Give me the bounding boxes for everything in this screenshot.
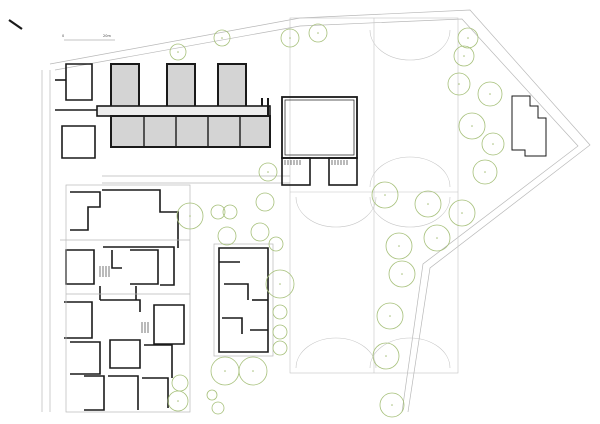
main-complex-stairs [99, 266, 149, 333]
main-complex-light-lines [60, 184, 191, 413]
sports-courts [289, 17, 459, 374]
east-building [511, 95, 547, 157]
gymnasium [281, 96, 358, 186]
scale-bar-start: 0 [62, 34, 64, 38]
middle-building-outline [213, 243, 274, 357]
site-boundary [41, 9, 591, 413]
scale-bar-end: 20m [103, 34, 111, 38]
tree-centres [177, 32, 494, 406]
trees [167, 23, 505, 418]
north-arrow-icon [8, 19, 23, 30]
main-complex [64, 189, 185, 411]
highlighted-building [96, 63, 271, 148]
north-west-building [55, 63, 97, 159]
middle-building [218, 247, 269, 353]
scale-bar: 0 20m [62, 34, 115, 41]
